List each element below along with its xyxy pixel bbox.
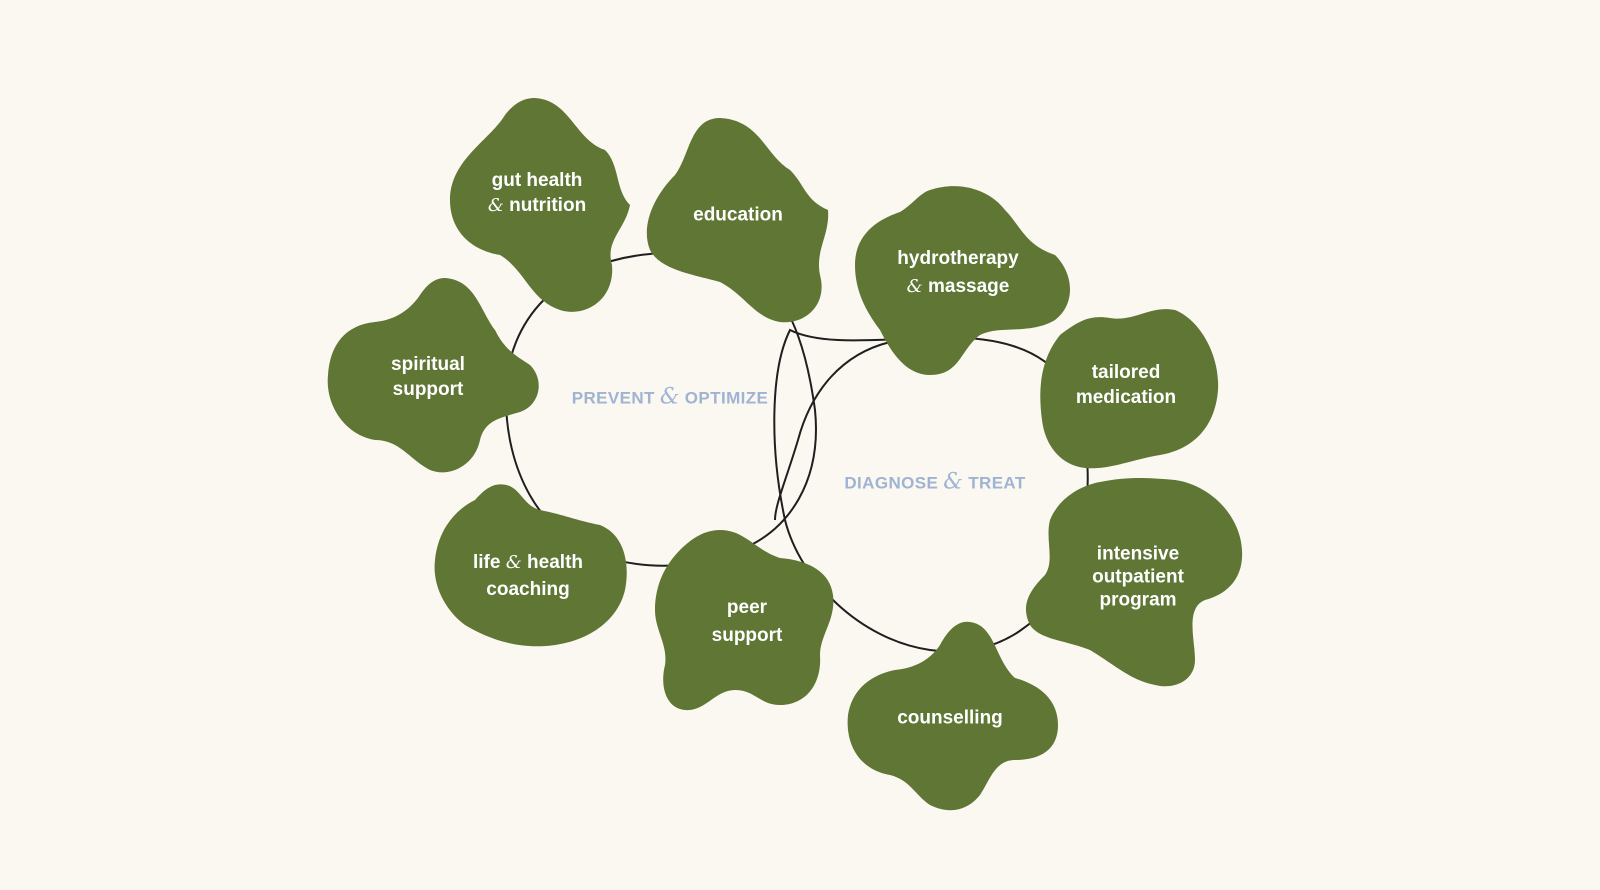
peer-line2: support — [711, 625, 783, 646]
counselling-label: counselling — [897, 706, 1003, 731]
tailored-blob[interactable] — [1040, 309, 1219, 469]
intensive-line1: intensive — [1096, 543, 1180, 565]
peer-support-label: peer support — [712, 594, 783, 650]
health-word: health — [527, 552, 583, 573]
counselling-text: counselling — [897, 707, 1003, 729]
prevent-optimize-label: PREVENT&OPTIMIZE — [572, 385, 769, 410]
education-label: education — [693, 203, 783, 228]
tailored-line2: medication — [1075, 387, 1177, 408]
hydrotherapy-line1: hydrotherapy — [897, 248, 1019, 269]
gut-health-line1: gut health — [491, 170, 583, 191]
hydrotherapy-label: hydrotherapy & massage — [897, 245, 1018, 301]
spiritual-line2: support — [392, 379, 464, 400]
life-health-line1: life & health — [473, 549, 583, 576]
peer-line1: peer — [726, 597, 768, 618]
spiritual-line1: spiritual — [391, 354, 465, 375]
peer-support-blob[interactable] — [655, 530, 834, 711]
tailored-line1: tailored — [1091, 362, 1161, 383]
intensive-label: intensive outpatient program — [1092, 543, 1184, 612]
life-health-line2: coaching — [486, 579, 570, 600]
life-health-ampersand: & — [505, 552, 522, 573]
hydrotherapy-massage: massage — [927, 276, 1010, 297]
optimize-word: OPTIMIZE — [684, 388, 769, 408]
hydrotherapy-ampersand: & — [906, 276, 923, 297]
crossover-line — [774, 339, 901, 521]
intensive-line2: outpatient — [1092, 566, 1184, 588]
tailored-label: tailored medication — [1076, 360, 1176, 410]
diagnose-ampersand: & — [943, 469, 964, 495]
gut-health-ampersand: & — [487, 195, 504, 216]
spiritual-blob[interactable] — [327, 278, 539, 473]
education-text: education — [693, 204, 783, 226]
diagnose-word: DIAGNOSE — [844, 473, 939, 493]
intensive-blob[interactable] — [1025, 478, 1243, 687]
diagnose-treat-label: DIAGNOSE&TREAT — [844, 470, 1025, 495]
gut-health-line2: & nutrition — [488, 193, 586, 218]
spiritual-label: spiritual support — [391, 352, 465, 402]
prevent-ampersand: & — [659, 384, 680, 410]
education-blob[interactable] — [646, 118, 829, 323]
gut-health-blob[interactable] — [450, 98, 630, 312]
prevent-word: PREVENT — [571, 388, 655, 408]
hydrotherapy-line2: & massage — [897, 273, 1018, 301]
gut-health-label: gut health & nutrition — [488, 168, 586, 218]
life-health-label: life & health coaching — [473, 549, 583, 603]
intensive-line3: program — [1099, 589, 1177, 611]
life-health-blob[interactable] — [434, 484, 627, 647]
counselling-blob[interactable] — [847, 621, 1058, 811]
hydrotherapy-blob[interactable] — [855, 186, 1070, 375]
treat-word: TREAT — [968, 473, 1026, 493]
gut-health-nutrition: nutrition — [509, 195, 587, 216]
life-word: life — [473, 552, 501, 573]
